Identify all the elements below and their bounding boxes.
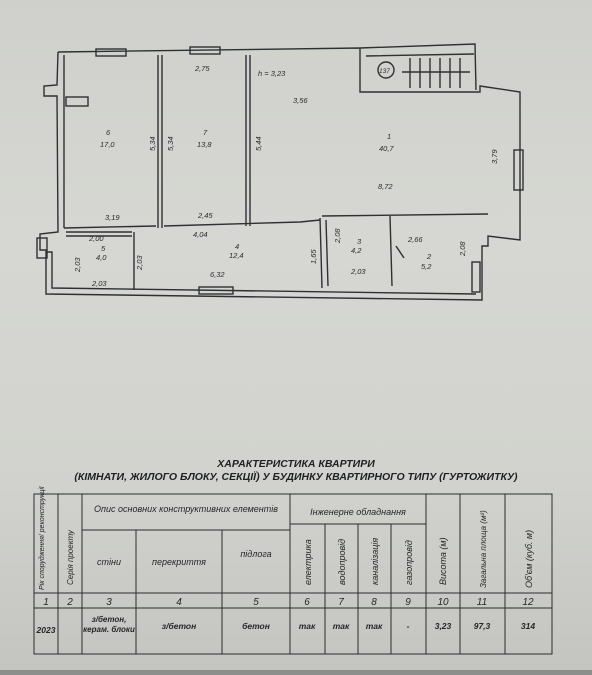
- dimension: 3,19: [105, 213, 120, 222]
- header-series: Серія проекту: [66, 529, 75, 585]
- room-number: 7: [203, 128, 208, 137]
- cell-sewer: так: [366, 621, 383, 631]
- dimension: 2,08: [458, 241, 467, 257]
- dimension: 2,00: [88, 234, 104, 243]
- header-total-area: Загальна площа (м²): [479, 510, 488, 588]
- dimension: 3,79: [490, 149, 499, 164]
- dimension: 5,34: [148, 136, 157, 151]
- cell-electric: так: [299, 621, 316, 631]
- room-area: 4,0: [96, 253, 107, 262]
- header-gas: газопровід: [404, 540, 414, 585]
- header-floors: перекриття: [152, 557, 206, 567]
- room-number: 3: [357, 237, 362, 246]
- dimension: 5,44: [254, 136, 263, 151]
- dimension: 2,03: [91, 279, 107, 288]
- window: [198, 286, 234, 295]
- floor-plan: h = 3,23 137 6 17,0 7 13,8 1 40,7 5 4,0 …: [36, 43, 524, 301]
- col-number: 10: [437, 597, 449, 608]
- header-floor: підлога: [240, 549, 271, 559]
- dimension: 5,34: [166, 136, 175, 151]
- stair-mark: 137: [379, 68, 390, 75]
- cell-volume: 314: [521, 621, 535, 631]
- col-number: 7: [338, 597, 344, 608]
- stair-mark-circle: [377, 61, 395, 79]
- room-area: 17,0: [100, 140, 115, 149]
- col-number: 8: [371, 597, 377, 608]
- room-area: 40,7: [379, 144, 394, 153]
- header-volume: Об'єм (куб. м): [524, 530, 534, 588]
- header-electric: електрика: [303, 539, 313, 585]
- header-structural: Опис основних конструктивних елементів: [94, 504, 278, 514]
- col-number: 12: [522, 597, 534, 608]
- table-border: [33, 493, 553, 655]
- window: [95, 48, 127, 57]
- col-number: 11: [477, 597, 487, 608]
- cell-total-area: 97,3: [474, 621, 491, 631]
- dimension: 2,03: [350, 267, 366, 276]
- header-water: водопровід: [337, 539, 347, 585]
- header-sewer: каналізація: [370, 538, 380, 585]
- dimension: 8,72: [378, 182, 393, 191]
- dimension: 3,56: [293, 96, 308, 105]
- dimension: 2,03: [73, 257, 82, 273]
- header-year: Рік спорудження/ реконструкції: [38, 485, 46, 590]
- outer-wall-inner: [46, 55, 477, 295]
- dimension: 2,45: [197, 211, 213, 220]
- outer-wall: [39, 47, 521, 301]
- col-number: 3: [106, 597, 112, 608]
- dimension: 2,08: [333, 228, 342, 244]
- col-number: 9: [405, 597, 411, 608]
- document-title: ХАРАКТЕРИСТИКА КВАРТИРИ: [217, 458, 375, 470]
- col-number: 5: [253, 597, 259, 608]
- header-engineering: Інженерне обладнання: [310, 507, 406, 517]
- window: [36, 237, 48, 259]
- cell-walls: з/бетон,керам. блоки: [83, 615, 135, 634]
- header-height: Висота (м): [438, 537, 448, 585]
- cell-year: 2023: [36, 625, 56, 635]
- room-area: 12,4: [229, 251, 244, 260]
- col-number: 4: [176, 597, 182, 608]
- dimension: 2,03: [135, 255, 144, 271]
- room-number: 2: [426, 252, 432, 261]
- dimension: 2,75: [194, 64, 210, 73]
- col-number: 2: [66, 597, 73, 608]
- cell-gas: -: [407, 621, 410, 631]
- window: [189, 46, 221, 55]
- col-number: 1: [43, 597, 49, 608]
- room-number: 1: [387, 132, 391, 141]
- cell-water: так: [333, 621, 350, 631]
- dimension: 4,04: [193, 230, 208, 239]
- cell-floor: бетон: [242, 621, 270, 631]
- room-area: 4,2: [351, 246, 362, 255]
- room-number: 6: [106, 128, 111, 137]
- dimension: 6,32: [210, 270, 225, 279]
- stair-steps: [402, 58, 470, 88]
- room-area: 13,8: [197, 140, 212, 149]
- room-number: 5: [101, 244, 106, 253]
- cell-height: 3,23: [435, 621, 452, 631]
- dimension: 2,66: [407, 235, 423, 244]
- header-walls: стіни: [97, 557, 121, 567]
- window: [513, 149, 524, 191]
- cell-floors: з/бетон: [162, 621, 196, 631]
- dimension: 1,65: [309, 249, 318, 264]
- room-number: 4: [235, 242, 239, 251]
- document-subtitle: (КІМНАТИ, ЖИЛОГО БЛОКУ, СЕКЦІЇ) У БУДИНК…: [74, 471, 518, 483]
- stair-block: [359, 43, 477, 91]
- room-area: 5,2: [421, 262, 432, 271]
- height-label: h = 3,23: [258, 69, 286, 78]
- col-number: 6: [304, 597, 310, 608]
- fixture: [65, 96, 89, 107]
- window: [471, 261, 481, 293]
- interior-walls: [63, 55, 489, 290]
